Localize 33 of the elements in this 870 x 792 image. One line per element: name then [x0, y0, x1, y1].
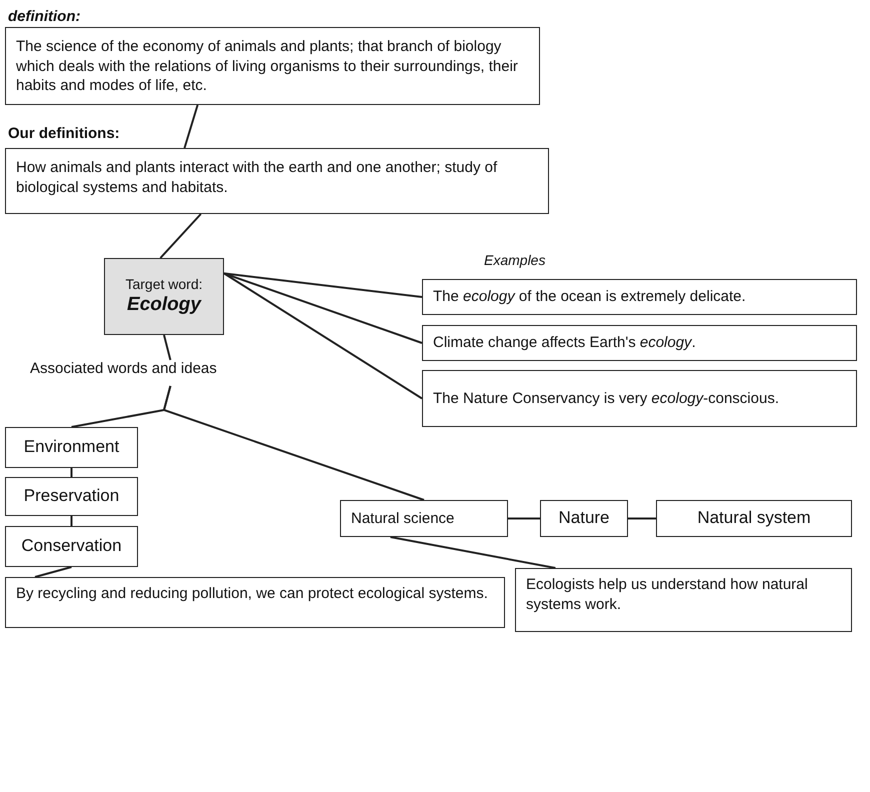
connector-line: [34, 566, 72, 578]
target-word: Ecology: [127, 293, 201, 318]
word-box: Natural science: [340, 500, 508, 537]
box-heading: Target word:: [125, 275, 203, 294]
connector-line: [70, 516, 72, 526]
connector-line: [70, 468, 72, 477]
connector-line: [162, 386, 424, 501]
connector-line: [184, 104, 199, 148]
connector-line: [163, 334, 172, 360]
word-box: Nature: [540, 500, 628, 537]
connector-line: [390, 536, 556, 569]
connector-line: [224, 272, 422, 344]
definition-box: The science of the economy of animals and plants; that branch of biology which deals with the relations of living organisms to their surroundings, their habits and modes of life, etc.: [5, 27, 540, 105]
section-label: Examples: [484, 252, 546, 268]
connector-line: [160, 213, 202, 259]
example-box: Climate change affects Earth's ecology.: [422, 325, 857, 361]
connector-line: [223, 272, 423, 400]
section-heading: definition:: [8, 8, 80, 25]
note-box: By recycling and reducing pollution, we can protect ecological systems.: [5, 577, 505, 628]
word-box: Natural system: [656, 500, 852, 537]
note-box: Ecologists help us understand how natural systems work.: [515, 568, 852, 632]
connector-line: [224, 272, 422, 298]
connector-line: [508, 518, 540, 520]
example-box: The Nature Conservancy is very ecology-conscious.: [422, 370, 857, 427]
example-box: The ecology of the ocean is extremely delicate.: [422, 279, 857, 315]
section-heading: Our definitions:: [8, 125, 120, 142]
word-box: Environment: [5, 427, 138, 468]
definition-box: How animals and plants interact with the earth and one another; study of biological systems and habitats.: [5, 148, 549, 214]
word-box: Conservation: [5, 526, 138, 567]
connector-line: [628, 518, 656, 520]
caption-text: Associated words and ideas: [30, 360, 217, 377]
target-word-box: [104, 258, 224, 335]
word-box: Preservation: [5, 477, 138, 516]
